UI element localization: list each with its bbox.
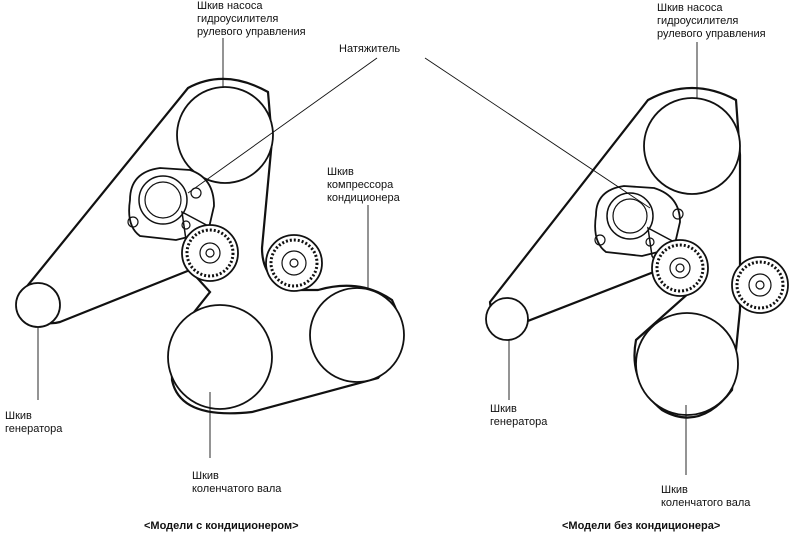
right-belt-diagram: [424, 42, 789, 475]
label-line: Шкив: [5, 410, 32, 422]
left-crank-label: Шкив коленчатого вала: [192, 470, 281, 496]
left-idler-pulley: [265, 234, 323, 292]
left-leader-tensioner: [187, 57, 378, 194]
right-crank-label: Шкив коленчатого вала: [661, 484, 750, 510]
label-line: рулевого управления: [657, 28, 766, 40]
tensioner-label: Натяжитель: [339, 43, 400, 56]
label-line: гидроусилителя: [657, 15, 739, 27]
left-ps-pulley-label: Шкив насоса гидроусилителя рулевого упра…: [197, 0, 306, 39]
label-line: генератора: [490, 416, 548, 428]
right-crankshaft-pulley: [635, 312, 739, 416]
label-line: Шкив: [192, 470, 219, 482]
label-line: Шкив: [327, 166, 354, 178]
right-leader-tensioner: [424, 57, 651, 209]
right-caption: <Модели без кондиционера>: [562, 520, 721, 532]
label-line: Шкив насоса: [657, 2, 723, 14]
left-belt-diagram: [15, 38, 405, 458]
right-tensioner-assembly: [594, 185, 709, 297]
label-line: генератора: [5, 423, 63, 435]
label-line: компрессора: [327, 179, 394, 191]
left-ac-pulley-label: Шкив компрессора кондиционера: [327, 166, 400, 205]
right-alternator-pulley: [485, 297, 529, 341]
right-ps-pulley-label: Шкив насоса гидроусилителя рулевого упра…: [657, 2, 766, 41]
label-line: рулевого управления: [197, 26, 306, 38]
left-ps-pump-pulley: [176, 86, 274, 184]
left-alternator-label: Шкив генератора: [5, 410, 62, 436]
label-line: коленчатого вала: [192, 483, 282, 495]
right-ps-pump-pulley: [643, 97, 741, 195]
left-crankshaft-pulley: [167, 304, 273, 410]
left-caption: <Модели с кондиционером>: [144, 520, 299, 532]
label-line: Шкив насоса: [197, 0, 263, 12]
left-alternator-pulley: [15, 282, 61, 328]
right-alternator-label: Шкив генератора: [490, 403, 547, 429]
label-line: Шкив: [661, 484, 688, 496]
right-idler-pulley: [731, 256, 789, 314]
label-line: кондиционера: [327, 192, 400, 204]
left-ac-compressor-pulley: [309, 287, 405, 383]
label-line: Шкив: [490, 403, 517, 415]
label-line: гидроусилителя: [197, 13, 279, 25]
left-tensioner-assembly: [127, 167, 239, 282]
label-line: Натяжитель: [339, 43, 401, 55]
label-line: коленчатого вала: [661, 497, 751, 509]
